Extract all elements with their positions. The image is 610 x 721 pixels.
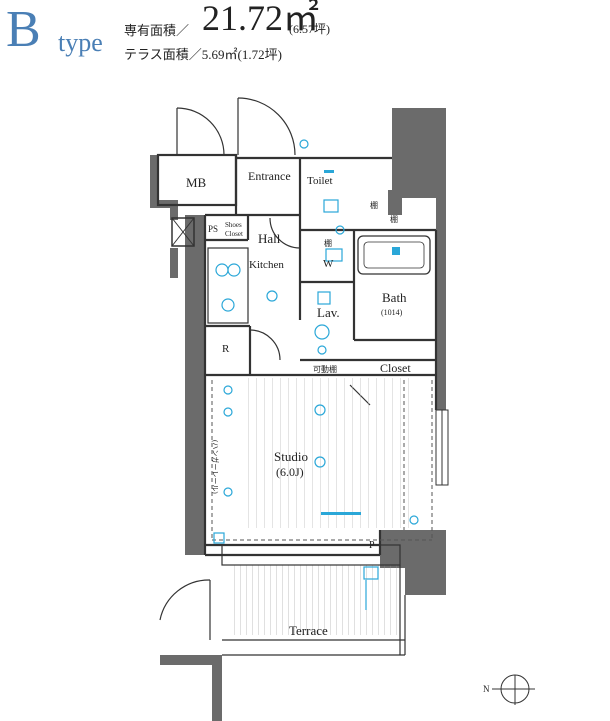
- type-letter: B: [6, 1, 41, 58]
- room-label-p: P: [369, 540, 375, 551]
- type-word: type: [58, 28, 103, 57]
- room-label-lav: Lav.: [317, 305, 340, 320]
- terrace-rails: [221, 544, 406, 656]
- room-label-bath: Bath: [382, 290, 407, 305]
- mb-box: [171, 217, 195, 247]
- room-label-ps: PS: [208, 224, 218, 234]
- shelf-label-3: 棚: [390, 214, 398, 224]
- area-tsubo: (6.57坪): [289, 22, 330, 36]
- room-label-r: R: [222, 343, 230, 355]
- room-label-studio-size: (6.0J): [276, 465, 304, 479]
- compass: [492, 674, 535, 705]
- room-label-closet-small: Closet: [225, 230, 243, 238]
- kitchen-counter: [207, 247, 249, 324]
- studio-dashed: [211, 380, 433, 541]
- room-label-shoes: Shoes: [225, 221, 242, 229]
- equipment-fills: [321, 170, 400, 515]
- terrace-floor: [230, 565, 400, 635]
- room-label-bath-size: (1014): [381, 308, 403, 317]
- bath-tub: [357, 235, 431, 275]
- area-value: 21.72㎡: [202, 0, 320, 38]
- equipment-icons: [213, 139, 419, 610]
- room-label-studio: Studio: [274, 449, 308, 464]
- room-label-kitchen: Kitchen: [249, 259, 284, 271]
- right-window: [435, 409, 449, 486]
- outer-walls: [150, 108, 446, 721]
- hanger-rail-label: (ハンガーレール): [211, 440, 220, 494]
- room-label-entrance: Entrance: [248, 169, 291, 183]
- shelf-label-1: 棚: [324, 238, 332, 248]
- room-label-mb: MB: [186, 175, 207, 190]
- interior-walls: [156, 153, 438, 557]
- studio-floor: [242, 378, 410, 528]
- room-label-hall: Hall: [258, 231, 281, 246]
- room-label-w: W: [323, 258, 334, 270]
- terrace-area-line: テラス面積／5.69㎡(1.72坪): [124, 47, 282, 62]
- room-label-movable-shelf: 可動棚: [313, 364, 337, 374]
- area-label: 専有面積／: [124, 23, 190, 38]
- shelf-label-2: 棚: [370, 200, 378, 210]
- compass-north-label: N: [483, 684, 490, 694]
- room-label-toilet: Toilet: [307, 175, 333, 187]
- room-label-terrace: Terrace: [289, 623, 328, 638]
- room-label-closet: Closet: [380, 361, 411, 375]
